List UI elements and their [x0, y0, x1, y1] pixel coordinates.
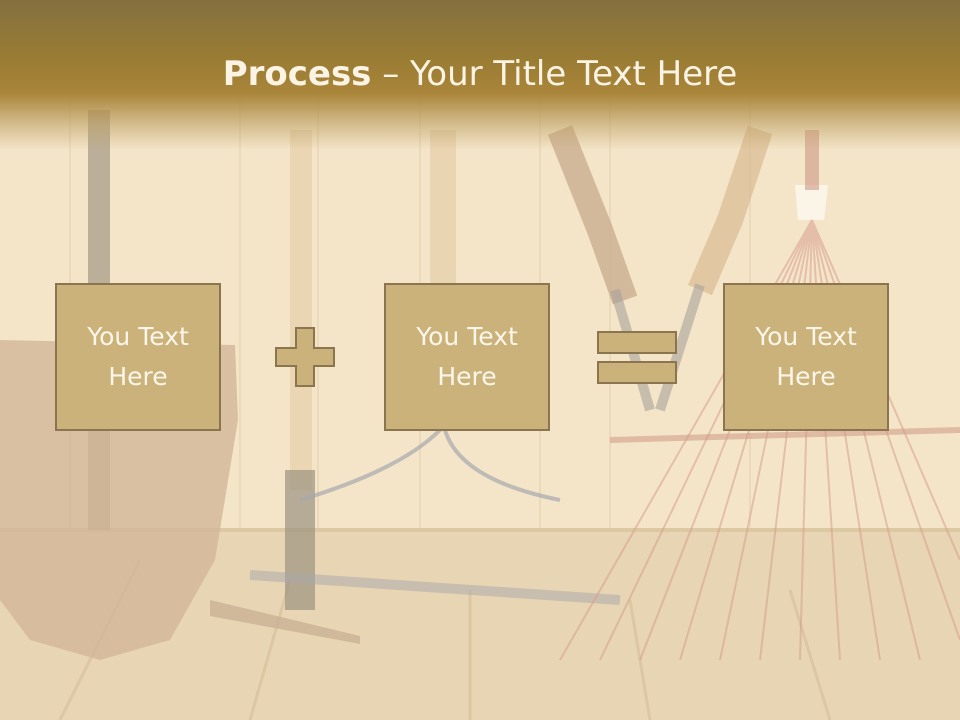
plus-icon	[275, 327, 335, 387]
slide-title: Process – Your Title Text Here	[0, 52, 960, 96]
slide-title-bold: Process	[222, 54, 372, 94]
process-box-label: You Text Here	[416, 322, 518, 391]
title-band	[0, 0, 960, 150]
slide-title-rest: – Your Title Text Here	[371, 54, 738, 94]
process-box-2[interactable]: You Text Here	[384, 283, 550, 431]
process-box-1[interactable]: You Text Here	[55, 283, 221, 431]
equals-icon	[597, 331, 677, 384]
process-box-label: You Text Here	[755, 322, 857, 391]
process-box-label: You Text Here	[87, 322, 189, 391]
process-box-3[interactable]: You Text Here	[723, 283, 889, 431]
